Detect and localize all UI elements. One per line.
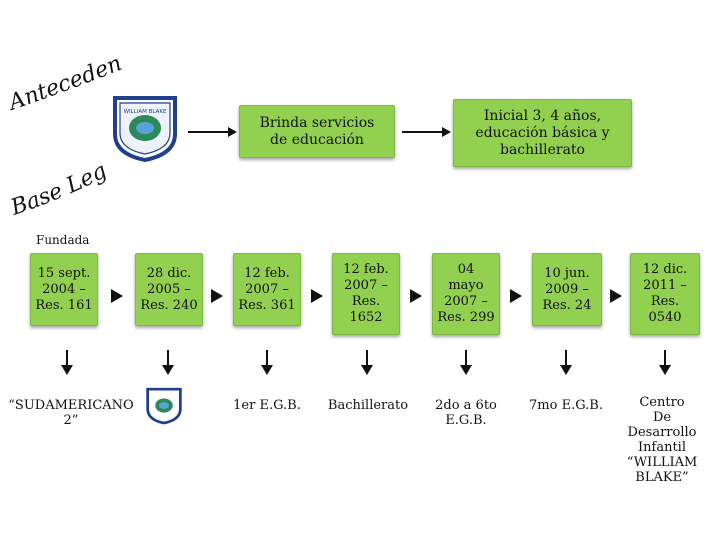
label-7mo-egb: 7mo E.G.B. xyxy=(529,398,603,413)
arrow-down-icon xyxy=(61,350,73,375)
fundada-label: Fundada xyxy=(36,233,90,247)
label-centro-desarrollo: Centro De Desarrollo Infantil “WILLIAM B… xyxy=(626,395,698,485)
levels-box: Inicial 3, 4 años, educación básica y ba… xyxy=(453,99,632,167)
arrow-down-icon xyxy=(560,350,572,375)
school-logo-small-icon xyxy=(146,387,182,425)
arrow-right-icon xyxy=(188,127,237,137)
timeline-box-6: 10 jun. 2009 – Res. 24 xyxy=(532,253,602,326)
curved-titles: Antecedentes Base Legal xyxy=(0,0,125,221)
timeline-box-2: 28 dic. 2005 – Res. 240 xyxy=(135,253,203,326)
services-box: Brinda servicios de educación xyxy=(239,105,395,158)
timeline-box-5: 04 mayo 2007 – Res. 299 xyxy=(432,253,500,335)
arrow-right-icon xyxy=(111,289,123,303)
timeline-box-7: 12 dic. 2011 – Res. 0540 xyxy=(630,253,700,335)
antecedentes-title: Antecedentes xyxy=(0,0,125,116)
arrow-down-icon xyxy=(659,350,671,375)
arrow-right-icon xyxy=(410,289,422,303)
arrow-right-icon xyxy=(311,289,323,303)
arrow-down-icon xyxy=(162,350,174,375)
arrow-right-icon xyxy=(211,289,223,303)
label-2do-6to-egb: 2do a 6to E.G.B. xyxy=(435,398,497,428)
label-bachillerato: Bachillerato xyxy=(327,398,409,413)
arrow-right-icon xyxy=(402,127,451,137)
label-sudamericano: “SUDAMERICANO 2” xyxy=(8,398,134,428)
timeline-box-4: 12 feb. 2007 – Res. 1652 xyxy=(332,253,400,335)
timeline-box-3: 12 feb. 2007 – Res. 361 xyxy=(233,253,301,326)
arrow-down-icon xyxy=(261,350,273,375)
arrow-down-icon xyxy=(361,350,373,375)
svg-text:WILLIAM BLAKE: WILLIAM BLAKE xyxy=(124,109,167,115)
label-1er-egb: 1er E.G.B. xyxy=(233,398,301,413)
arrow-right-icon xyxy=(610,289,622,303)
school-logo-icon: WILLIAM BLAKE xyxy=(113,96,177,162)
arrow-down-icon xyxy=(460,350,472,375)
arrow-right-icon xyxy=(510,289,522,303)
timeline-box-1: 15 sept. 2004 – Res. 161 xyxy=(30,253,98,326)
